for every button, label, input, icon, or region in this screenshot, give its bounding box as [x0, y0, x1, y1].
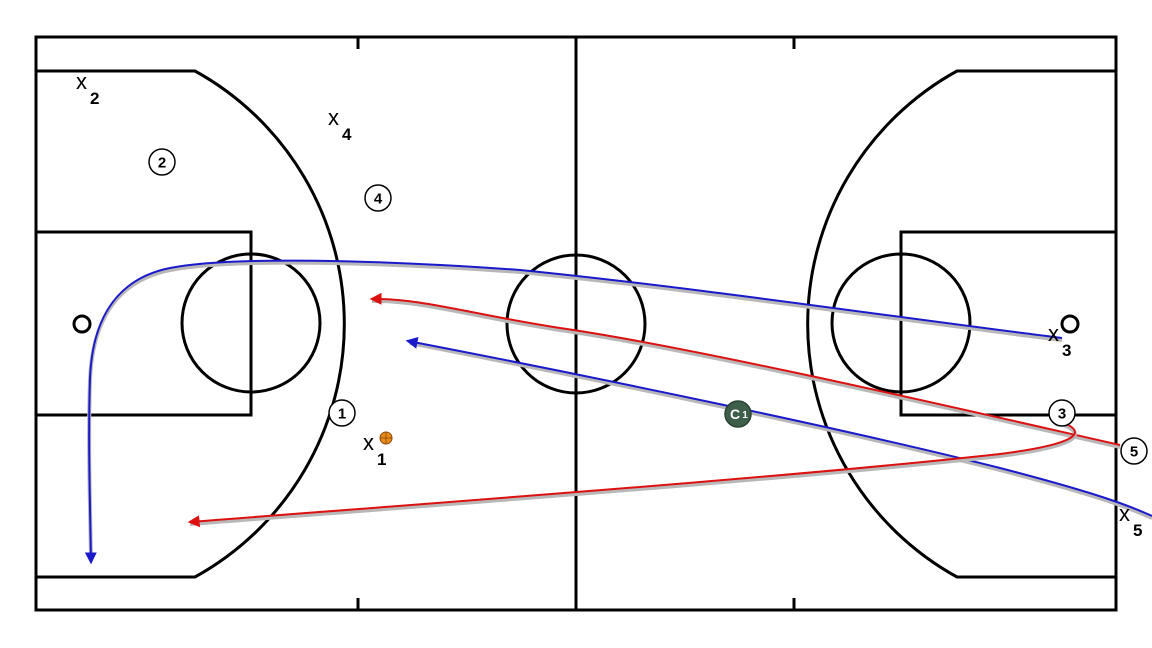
left-free-throw-circle — [180, 252, 322, 394]
player-number: 4 — [374, 191, 383, 208]
coach-number: 1 — [742, 410, 748, 421]
court — [34, 35, 1118, 612]
defense-players: x 1 x 2 x 3 x 4 x 5 — [76, 69, 1142, 540]
coach-circle — [724, 400, 752, 428]
defense-player-x2[interactable]: x 2 — [76, 69, 99, 108]
right-free-throw-circle — [830, 252, 972, 394]
defense-player-x1[interactable]: x 1 — [363, 430, 386, 469]
player-number: 2 — [158, 155, 166, 172]
red-cut-line — [369, 292, 1121, 446]
player-number: 1 — [338, 406, 346, 423]
player-marker — [328, 399, 356, 427]
defender-number: 1 — [377, 450, 386, 469]
movement-lines — [84, 259, 1152, 565]
defender-number: 4 — [342, 125, 352, 144]
defender-number: 5 — [1133, 521, 1142, 540]
blue-cut-line — [84, 259, 1063, 565]
coach-letter: C — [730, 406, 740, 422]
coach-marker[interactable]: C 1 — [724, 400, 752, 428]
player-marker — [364, 184, 392, 212]
player-number: 3 — [1058, 406, 1066, 423]
defender-number: 2 — [90, 89, 99, 108]
offense-player-1[interactable]: 1 — [328, 399, 356, 427]
player-marker — [1048, 399, 1076, 427]
defense-player-x4[interactable]: x 4 — [328, 105, 352, 144]
offense-player-4[interactable]: 4 — [364, 184, 392, 212]
left-key — [34, 230, 253, 417]
basketball-icon — [379, 431, 393, 445]
right-key — [899, 230, 1118, 417]
defense-player-x3[interactable]: x 3 — [1048, 321, 1071, 360]
blue-pass-line — [405, 336, 1152, 517]
defender-number: 3 — [1062, 341, 1071, 360]
center-circle — [505, 253, 647, 395]
left-hoop — [72, 314, 92, 334]
defender-letter: x — [1119, 501, 1130, 526]
player-marker — [148, 148, 176, 176]
defender-letter: x — [1048, 321, 1059, 346]
red-pass-shadow — [189, 423, 1077, 526]
player-marker — [1120, 437, 1148, 465]
right-hoop — [1060, 314, 1080, 334]
offense-player-5[interactable]: 5 — [1120, 437, 1148, 465]
right-three-point-line — [806, 69, 1116, 579]
blue-pass-shadow — [409, 341, 1152, 520]
defender-letter: x — [328, 105, 339, 130]
red-pass-line — [187, 422, 1076, 528]
defender-letter: x — [363, 430, 374, 455]
left-three-point-line — [36, 69, 346, 579]
offense-players: 1 2 3 4 5 — [148, 148, 1148, 465]
defense-player-x5[interactable]: x 5 — [1119, 501, 1142, 540]
player-number: 5 — [1130, 444, 1138, 461]
defender-letter: x — [76, 69, 87, 94]
offense-player-3[interactable]: 3 — [1048, 399, 1076, 427]
red-cut-shadow — [371, 298, 1121, 449]
offense-player-2[interactable]: 2 — [148, 148, 176, 176]
